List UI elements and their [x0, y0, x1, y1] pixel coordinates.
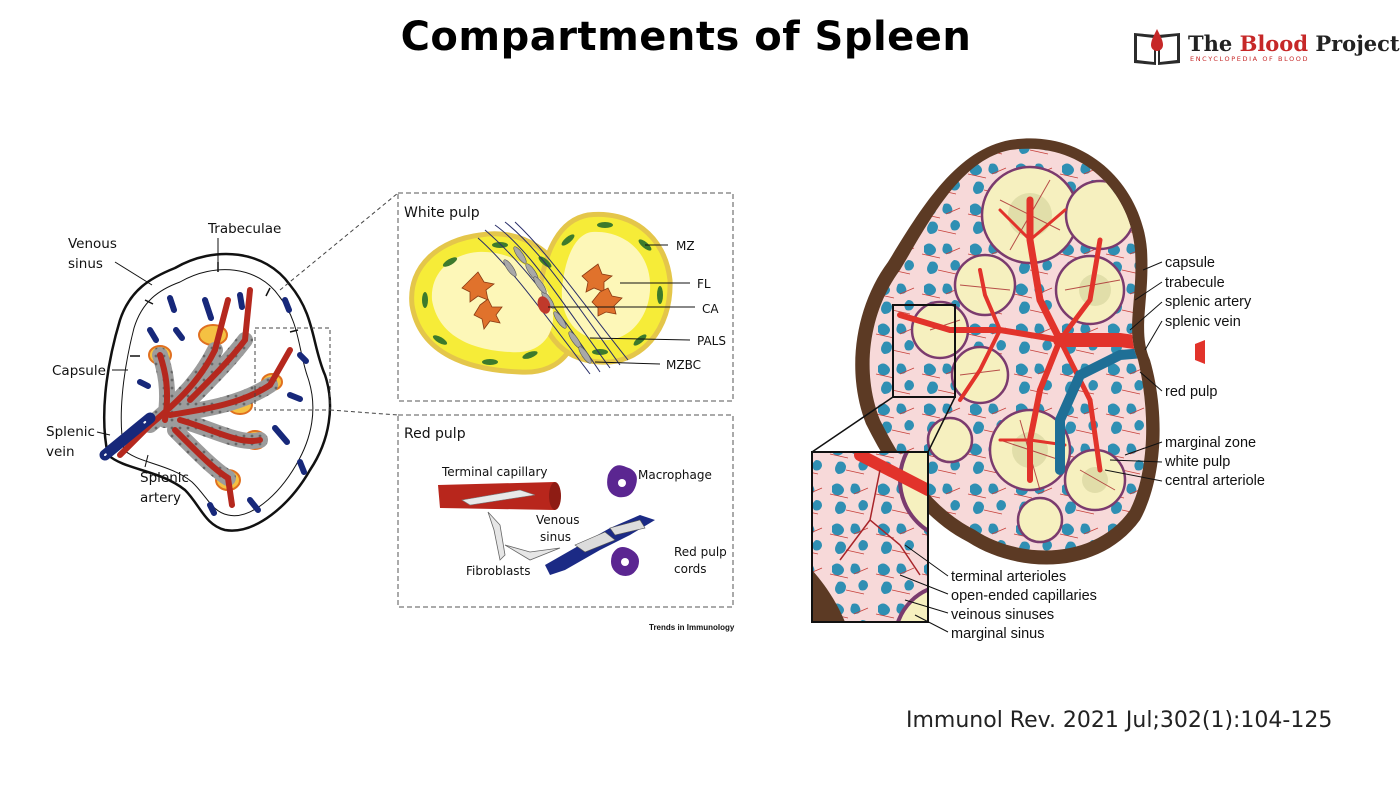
label-red-pulp: red pulp — [1165, 384, 1217, 400]
leader-venous — [114, 261, 153, 286]
red-pulp-title: Red pulp — [404, 426, 466, 442]
label-splenic-artery-line2: artery — [140, 490, 181, 506]
left-labels: Trabeculae Venous sinus Capsule Splenic … — [46, 192, 399, 506]
label-macrophage: Macrophage — [638, 468, 712, 482]
brand-tagline: ENCYCLOPEDIA OF BLOOD — [1190, 55, 1310, 63]
label-splenic-vein-line2: vein — [46, 444, 75, 460]
left-spleen-illustration — [99, 252, 332, 532]
label-capsule: capsule — [1165, 255, 1215, 271]
source-trends-in-immunology: Trends in Immunology — [649, 623, 735, 632]
label-splenic-artery-line1: Splenic — [140, 470, 189, 486]
label-open-ended-capillaries: open-ended capillaries — [951, 588, 1097, 604]
brand-logo: The Blood Project ENCYCLOPEDIA OF BLOOD — [1132, 27, 1400, 71]
label-mzbc: MZBC — [666, 358, 701, 372]
label-trabecule: trabecule — [1165, 275, 1225, 291]
citation: Immunol Rev. 2021 Jul;302(1):104-125 — [906, 708, 1333, 733]
label-ca: CA — [702, 302, 719, 316]
label-splenic-vein-line1: Splenic — [46, 424, 95, 440]
label-venous-sinus-line1: Venous — [536, 513, 579, 527]
right-spleen-illustration — [811, 138, 1205, 623]
label-splenic-vein: splenic vein — [1165, 314, 1241, 330]
label-marginal-zone: marginal zone — [1165, 435, 1256, 451]
zoom-region-left — [254, 327, 331, 411]
white-pulp-title: White pulp — [404, 205, 480, 221]
right-labels: capsule trabecule splenic artery splenic… — [899, 255, 1265, 642]
zoom-region-right — [892, 304, 956, 398]
label-capsule-left: Capsule — [52, 363, 106, 379]
label-terminal-arterioles: terminal arterioles — [951, 569, 1066, 585]
zoom-inset-frame — [811, 451, 929, 623]
label-trabeculae: Trabeculae — [207, 221, 281, 237]
label-fl: FL — [697, 277, 711, 291]
label-fibroblasts: Fibroblasts — [466, 564, 531, 578]
book-drop-icon — [1134, 29, 1180, 65]
label-venous-line2: sinus — [68, 256, 103, 272]
label-red-pulp-cords-line2: cords — [674, 562, 707, 576]
label-venous-line1: Venous — [68, 236, 117, 252]
brand-name: The Blood Project — [1188, 31, 1400, 56]
leader-splenic-vein — [96, 431, 111, 436]
label-marginal-sinus: marginal sinus — [951, 626, 1045, 642]
red-pulp-frame — [397, 414, 734, 608]
page-title: Compartments of Spleen — [400, 14, 972, 60]
label-pals: PALS — [697, 334, 726, 348]
label-mz: MZ — [676, 239, 695, 253]
leader-splenic-artery — [144, 454, 149, 468]
label-red-pulp-cords-line1: Red pulp — [674, 545, 727, 559]
label-splenic-artery: splenic artery — [1165, 294, 1252, 310]
label-venous-sinus-line2: sinus — [540, 530, 571, 544]
label-terminal-capillary: Terminal capillary — [441, 465, 548, 479]
red-pulp-panel: Red pulp Terminal capillary Macrophage V… — [397, 414, 735, 632]
label-veinous-sinuses: veinous sinuses — [951, 607, 1054, 623]
white-pulp-panel: White pulp — [397, 192, 734, 402]
label-central-arteriole: central arteriole — [1165, 473, 1265, 489]
label-white-pulp: white pulp — [1164, 454, 1230, 470]
